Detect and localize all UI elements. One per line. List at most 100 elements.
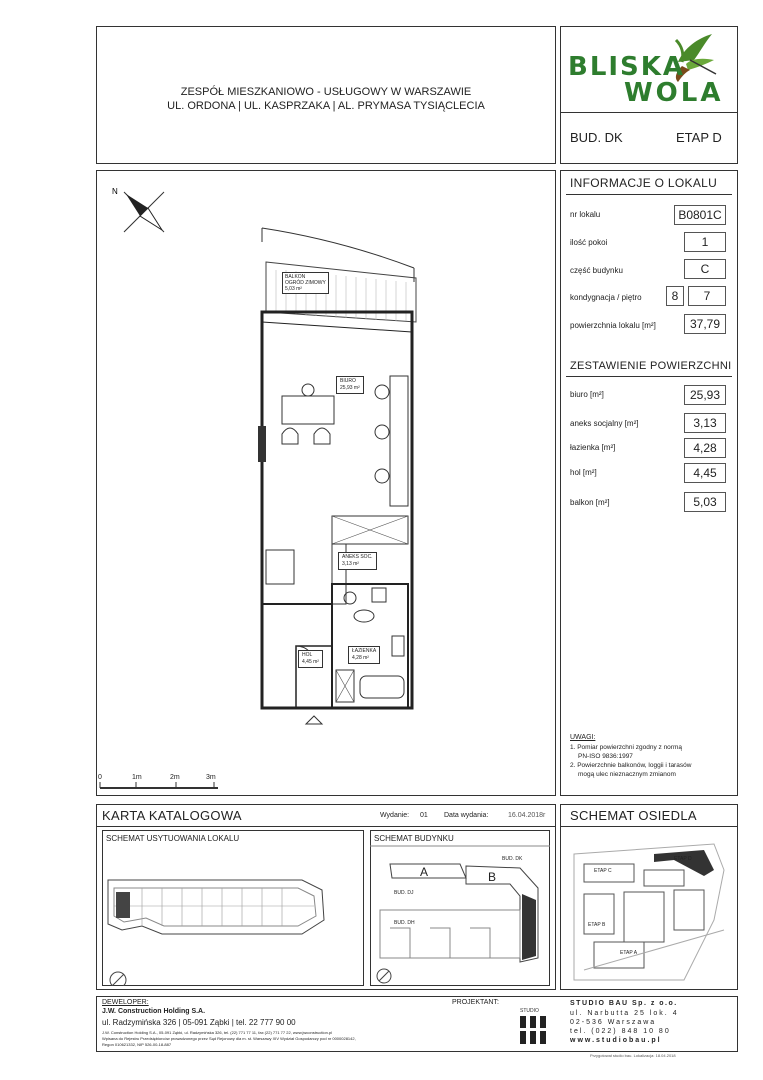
floor-label: kondygnacja / piętro — [570, 293, 642, 302]
estate-rule — [560, 826, 738, 827]
building-north-arrow-icon — [376, 968, 392, 984]
header-title-box — [96, 26, 556, 164]
notes-title: UWAGI: — [570, 734, 596, 741]
estate-map: ETAP D ETAP C ETAP B ETAP A — [564, 830, 734, 986]
estate-etap-b-label: ETAP B — [588, 922, 606, 928]
unit-no-label: nr lokalu — [570, 210, 601, 219]
building-schema: A B BUD. DK BUD. DJ BUD. DH — [370, 830, 550, 986]
building-schema-box — [370, 830, 550, 986]
area-hol-value: 4,45 — [684, 463, 726, 483]
edition-label: Wydanie: — [380, 812, 410, 819]
studio-line-5: www.studiobau.pl — [570, 1037, 662, 1044]
estate-etap-d-label: ETAP D — [674, 856, 692, 862]
project-title-line1: ZESPÓŁ MIESZKANIOWO - USŁUGOWY W WARSZAW… — [180, 86, 472, 98]
location-north-arrow-icon — [109, 971, 127, 989]
label-biuro: BIURO 25,93 m² — [336, 376, 364, 394]
catalog-rule — [96, 826, 556, 827]
biuro-area: 25,93 m² — [340, 385, 360, 391]
building-a-label: A — [420, 865, 429, 879]
balkon-sub: OGRÓD ZIMOWY — [285, 280, 326, 286]
building-dk-label: BUD. DK — [502, 856, 523, 862]
studio-line-3: 02-536 Warszawa — [570, 1019, 657, 1026]
area-balkon-label: balkon [m²] — [570, 498, 610, 507]
area-hol-label: hol [m²] — [570, 468, 597, 477]
hol-area: 4,45 m² — [302, 659, 319, 665]
developer-label: DEWELOPER: — [102, 999, 149, 1006]
notes-line1: 1. Pomiar powierzchni zgodny z normą — [570, 744, 682, 751]
developer-fine-2: Wpisana do Rejestru Przedsiębiorców prow… — [102, 1036, 356, 1041]
estate-box — [560, 804, 738, 990]
developer-address: ul. Radzymińska 326 | 05-091 Ząbki | tel… — [102, 1018, 296, 1027]
area-biuro-label: biuro [m²] — [570, 390, 604, 399]
scale-label-3: 3m — [206, 774, 216, 781]
area-aneks-value: 3,13 — [684, 413, 726, 433]
label-aneks: ANEKS SOC. 3,13 m² — [338, 552, 377, 570]
developer-fine-3: Regon 010621332, NIP 526-00-18-887 — [102, 1042, 172, 1047]
svg-text:STUDIO: STUDIO — [520, 1008, 539, 1014]
footer-box — [96, 996, 738, 1052]
catalog-title: KARTA KATALOGOWA — [102, 808, 242, 823]
info-panel — [560, 170, 738, 796]
area-aneks-label: aneks socjalny [m²] — [570, 419, 639, 428]
floor-plan: N — [96, 170, 556, 796]
unit-location-marker — [116, 892, 130, 918]
studio-line-4: tel. (022) 848 10 80 — [570, 1028, 671, 1035]
rooms-value: 1 — [684, 232, 726, 252]
estate-etap-c-label: ETAP C — [594, 868, 612, 874]
balkon-name: BALKON — [285, 274, 306, 280]
edition-value: 01 — [420, 812, 428, 819]
level-value: 8 — [666, 286, 684, 306]
location-schema-box — [102, 830, 364, 986]
bliska-wola-logo: BLISKA WOLA — [566, 30, 734, 108]
area-value: 37,79 — [684, 314, 726, 334]
biuro-name: BIURO — [340, 378, 356, 384]
logo-text-wola: WOLA — [624, 78, 724, 108]
logo-divider — [560, 112, 738, 113]
area-biuro-value: 25,93 — [684, 385, 726, 405]
floor-plan-box — [96, 170, 556, 796]
building-dh-label: BUD. DH — [394, 920, 415, 926]
notes-line4: mogą ulec nieznacznym zmianom — [578, 771, 676, 778]
studio-bau-logo: STUDIO — [516, 1000, 552, 1048]
estate-etap-a-label: ETAP A — [620, 950, 638, 956]
unit-no-value: B0801C — [674, 205, 726, 225]
north-arrow-icon: N — [112, 187, 165, 233]
scale-label-0: 0 — [98, 774, 102, 781]
building-schema-title: SCHEMAT BUDYNKU — [374, 834, 454, 843]
label-hol: HOL 4,45 m² — [298, 650, 323, 668]
area-lazienka-label: łazienka [m²] — [570, 443, 616, 452]
areas-heading: ZESTAWIENIE POWIERZCHNI — [570, 360, 732, 372]
area-balkon-value: 5,03 — [684, 492, 726, 512]
notes-line3: 2. Powierzchnie balkonów, loggii i taras… — [570, 762, 692, 769]
area-lazienka-value: 4,28 — [684, 438, 726, 458]
building-dj-label: BUD. DJ — [394, 890, 414, 896]
estate-title: SCHEMAT OSIEDLA — [570, 808, 697, 823]
building-highlight — [522, 894, 536, 960]
location-schema — [102, 830, 364, 989]
developer-name: J.W. Construction Holding S.A. — [102, 1008, 206, 1015]
balkon-area: 5,03 m² — [285, 286, 302, 292]
part-value: C — [684, 259, 726, 279]
project-title-line2: UL. ORDONA | UL. KASPRZAKA | AL. PRYMASA… — [167, 100, 485, 112]
building-b-label: B — [488, 870, 497, 884]
date-label: Data wydania: — [444, 812, 489, 819]
info-heading: INFORMACJE O LOKALU — [570, 176, 718, 190]
studio-line-1: STUDIO BAU Sp. z o.o. — [570, 1000, 678, 1007]
header-logo-box — [560, 26, 738, 164]
label-balkon: BALKON OGRÓD ZIMOWY 5,03 m² — [282, 272, 329, 294]
catalog-box — [96, 804, 556, 990]
svg-text:N: N — [112, 187, 118, 196]
hol-name: HOL — [302, 652, 313, 658]
area-label: powierzchnia lokalu [m²] — [570, 321, 656, 330]
lazienka-name: ŁAZIENKA — [352, 648, 377, 654]
scale-label-2: 2m — [170, 774, 180, 781]
estate-etap-d-highlight — [654, 850, 714, 876]
hummingbird-icon — [674, 34, 717, 82]
developer-fine-1: J.W. Construction Holding S.A., 05-091 Z… — [102, 1030, 333, 1035]
info-heading-rule — [566, 194, 732, 195]
lazienka-area: 4,28 m² — [352, 655, 369, 661]
logo-text-bliska: BLISKA — [568, 52, 686, 82]
bottom-note: Przygotował studio bau. Lokalizacja: 18.… — [590, 1053, 676, 1058]
building-label: BUD. DK — [570, 130, 623, 145]
notes-line2: PN-ISO 9836:1997 — [578, 753, 633, 760]
